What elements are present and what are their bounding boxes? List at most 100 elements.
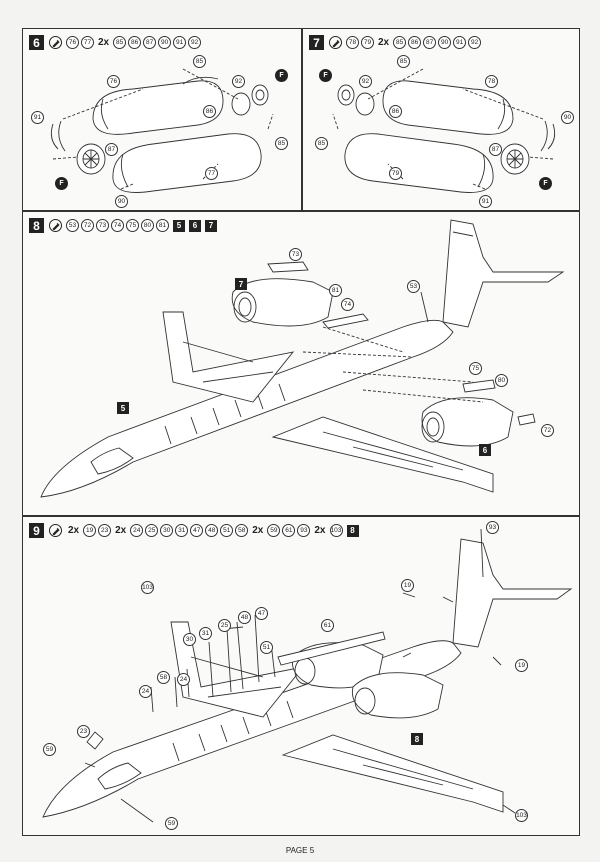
step-6-header: 6 76 77 2x 85 86 87 90 91 92 bbox=[29, 35, 202, 50]
callout: 48 bbox=[238, 611, 251, 624]
aircraft-details-drawing bbox=[42, 528, 573, 823]
part-number: 73 bbox=[96, 219, 109, 232]
callout: 24 bbox=[139, 685, 152, 698]
callout: 85 bbox=[397, 55, 410, 68]
part-number: 75 bbox=[126, 219, 139, 232]
step-reference-tag: 8 bbox=[411, 733, 423, 745]
callout: 75 bbox=[469, 362, 482, 375]
part-number: 87 bbox=[143, 36, 157, 49]
paint-flag-icon: F bbox=[275, 69, 288, 82]
part-number: 74 bbox=[111, 219, 124, 232]
step-8-panel: 8 53 72 73 74 75 80 81 5 6 7 bbox=[22, 211, 580, 516]
callout: 74 bbox=[341, 298, 354, 311]
part-number: 58 bbox=[235, 524, 249, 537]
engine-nacelle-exploded-drawing bbox=[332, 68, 556, 193]
callout: 59 bbox=[43, 743, 56, 756]
callout: 92 bbox=[232, 75, 245, 88]
multiplier: 2x bbox=[115, 525, 127, 536]
part-number: 92 bbox=[188, 36, 202, 49]
part-number: 78 bbox=[346, 36, 359, 49]
callout: 90 bbox=[115, 195, 128, 208]
callout: 103 bbox=[515, 809, 528, 822]
step-9-panel: 9 2x 19 23 2x 24 25 30 31 47 48 51 58 2x… bbox=[22, 516, 580, 836]
part-number: 91 bbox=[453, 36, 467, 49]
part-number: 77 bbox=[81, 36, 94, 49]
callout: 47 bbox=[255, 607, 268, 620]
part-number: 81 bbox=[156, 219, 169, 232]
part-number: 80 bbox=[141, 219, 154, 232]
multiplier: 2x bbox=[68, 525, 80, 536]
callout: 81 bbox=[329, 284, 342, 297]
part-number: 24 bbox=[130, 524, 144, 537]
glue-icon bbox=[49, 36, 62, 49]
callout: 92 bbox=[359, 75, 372, 88]
callout: 73 bbox=[289, 248, 302, 261]
part-number: 92 bbox=[468, 36, 482, 49]
callout: 85 bbox=[193, 55, 206, 68]
callout: 93 bbox=[486, 521, 499, 534]
callout: 53 bbox=[407, 280, 420, 293]
callout: 90 bbox=[561, 111, 574, 124]
callout: 31 bbox=[199, 627, 212, 640]
step-reference-tag: 5 bbox=[117, 402, 129, 414]
glue-icon bbox=[49, 219, 62, 232]
paint-flag-icon: F bbox=[319, 69, 332, 82]
step-7-panel: 7 78 79 2x 85 86 87 90 91 92 85 92 86 78 bbox=[302, 28, 580, 211]
step-number: 9 bbox=[29, 523, 44, 538]
part-number: 85 bbox=[393, 36, 407, 49]
part-number: 87 bbox=[423, 36, 437, 49]
step-6-panel: 6 76 77 2x 85 86 87 90 91 92 bbox=[22, 28, 302, 211]
part-number: 85 bbox=[113, 36, 127, 49]
part-number: 93 bbox=[297, 524, 311, 537]
part-number: 30 bbox=[160, 524, 174, 537]
callout: 86 bbox=[203, 105, 216, 118]
step-7-header: 7 78 79 2x 85 86 87 90 91 92 bbox=[309, 35, 482, 50]
callout: 19 bbox=[401, 579, 414, 592]
callout: 30 bbox=[183, 633, 196, 646]
callout: 87 bbox=[489, 143, 502, 156]
part-number: 72 bbox=[81, 219, 94, 232]
part-number: 91 bbox=[173, 36, 187, 49]
multiplier: 2x bbox=[98, 37, 110, 48]
callout: 91 bbox=[479, 195, 492, 208]
step-reference-tag: 7 bbox=[235, 278, 247, 290]
callout: 51 bbox=[260, 641, 273, 654]
callout: 85 bbox=[315, 137, 328, 150]
step-reference: 5 bbox=[173, 219, 185, 232]
part-number: 76 bbox=[66, 36, 79, 49]
callout: 24 bbox=[177, 673, 190, 686]
callout: 78 bbox=[485, 75, 498, 88]
callout: 103 bbox=[141, 581, 154, 594]
callout: 23 bbox=[77, 725, 90, 738]
callout: 77 bbox=[205, 167, 218, 180]
step-8-header: 8 53 72 73 74 75 80 81 5 6 7 bbox=[29, 218, 217, 233]
part-number: 59 bbox=[267, 524, 281, 537]
part-number: 86 bbox=[408, 36, 422, 49]
part-number: 47 bbox=[190, 524, 204, 537]
step-reference: 7 bbox=[205, 219, 217, 232]
step-9-header: 9 2x 19 23 2x 24 25 30 31 47 48 51 58 2x… bbox=[29, 523, 359, 538]
callout: 80 bbox=[495, 374, 508, 387]
part-number: 61 bbox=[282, 524, 296, 537]
callout: 87 bbox=[105, 143, 118, 156]
callout: 72 bbox=[541, 424, 554, 437]
multiplier: 2x bbox=[252, 525, 264, 536]
callout: 79 bbox=[389, 167, 402, 180]
callout: 59 bbox=[165, 817, 178, 830]
callout: 25 bbox=[218, 619, 231, 632]
callout: 86 bbox=[389, 105, 402, 118]
part-number: 31 bbox=[175, 524, 189, 537]
multiplier: 2x bbox=[314, 525, 326, 536]
paint-flag-icon: F bbox=[55, 177, 68, 190]
part-number: 53 bbox=[66, 219, 79, 232]
part-number: 23 bbox=[98, 524, 112, 537]
step-reference-tag: 6 bbox=[479, 444, 491, 456]
callout: 76 bbox=[107, 75, 120, 88]
callout: 58 bbox=[157, 671, 170, 684]
part-number: 25 bbox=[145, 524, 159, 537]
step-number: 7 bbox=[309, 35, 324, 50]
glue-icon bbox=[329, 36, 342, 49]
step-reference: 6 bbox=[189, 219, 201, 232]
step-number: 8 bbox=[29, 218, 44, 233]
callout: 61 bbox=[321, 619, 334, 632]
